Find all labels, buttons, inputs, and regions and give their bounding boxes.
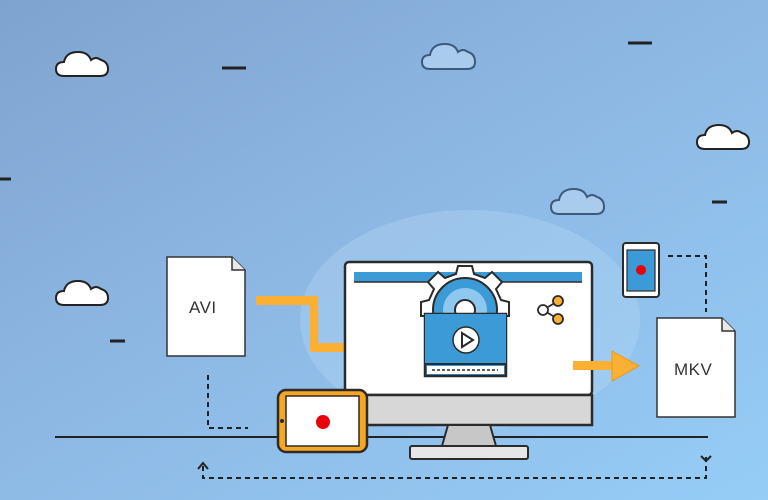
share-icon	[537, 295, 564, 325]
avi-tablet-connector	[207, 375, 248, 429]
record-icon	[316, 415, 330, 429]
avi-file-icon	[166, 256, 246, 357]
return-path	[202, 457, 707, 479]
source-format-label: AVI	[189, 298, 217, 317]
tablet-icon	[276, 388, 369, 454]
cloud-icon	[695, 123, 751, 150]
chevron-down-icon	[700, 455, 712, 463]
decor-dashes	[0, 41, 727, 343]
record-icon	[636, 265, 646, 275]
target-format-label: MKV	[674, 360, 713, 379]
mkv-file-icon	[656, 317, 736, 418]
cloud-icon	[54, 279, 110, 306]
arrow-icon	[573, 350, 641, 382]
cloud-icon	[54, 50, 110, 77]
cloud-icon	[420, 42, 477, 70]
up-arrow-icon	[197, 461, 209, 470]
cloud-icon	[549, 187, 606, 215]
play-icon	[452, 326, 480, 354]
phone-icon	[622, 242, 660, 298]
video-player	[423, 312, 508, 378]
phone-mkv-connector	[668, 255, 707, 312]
